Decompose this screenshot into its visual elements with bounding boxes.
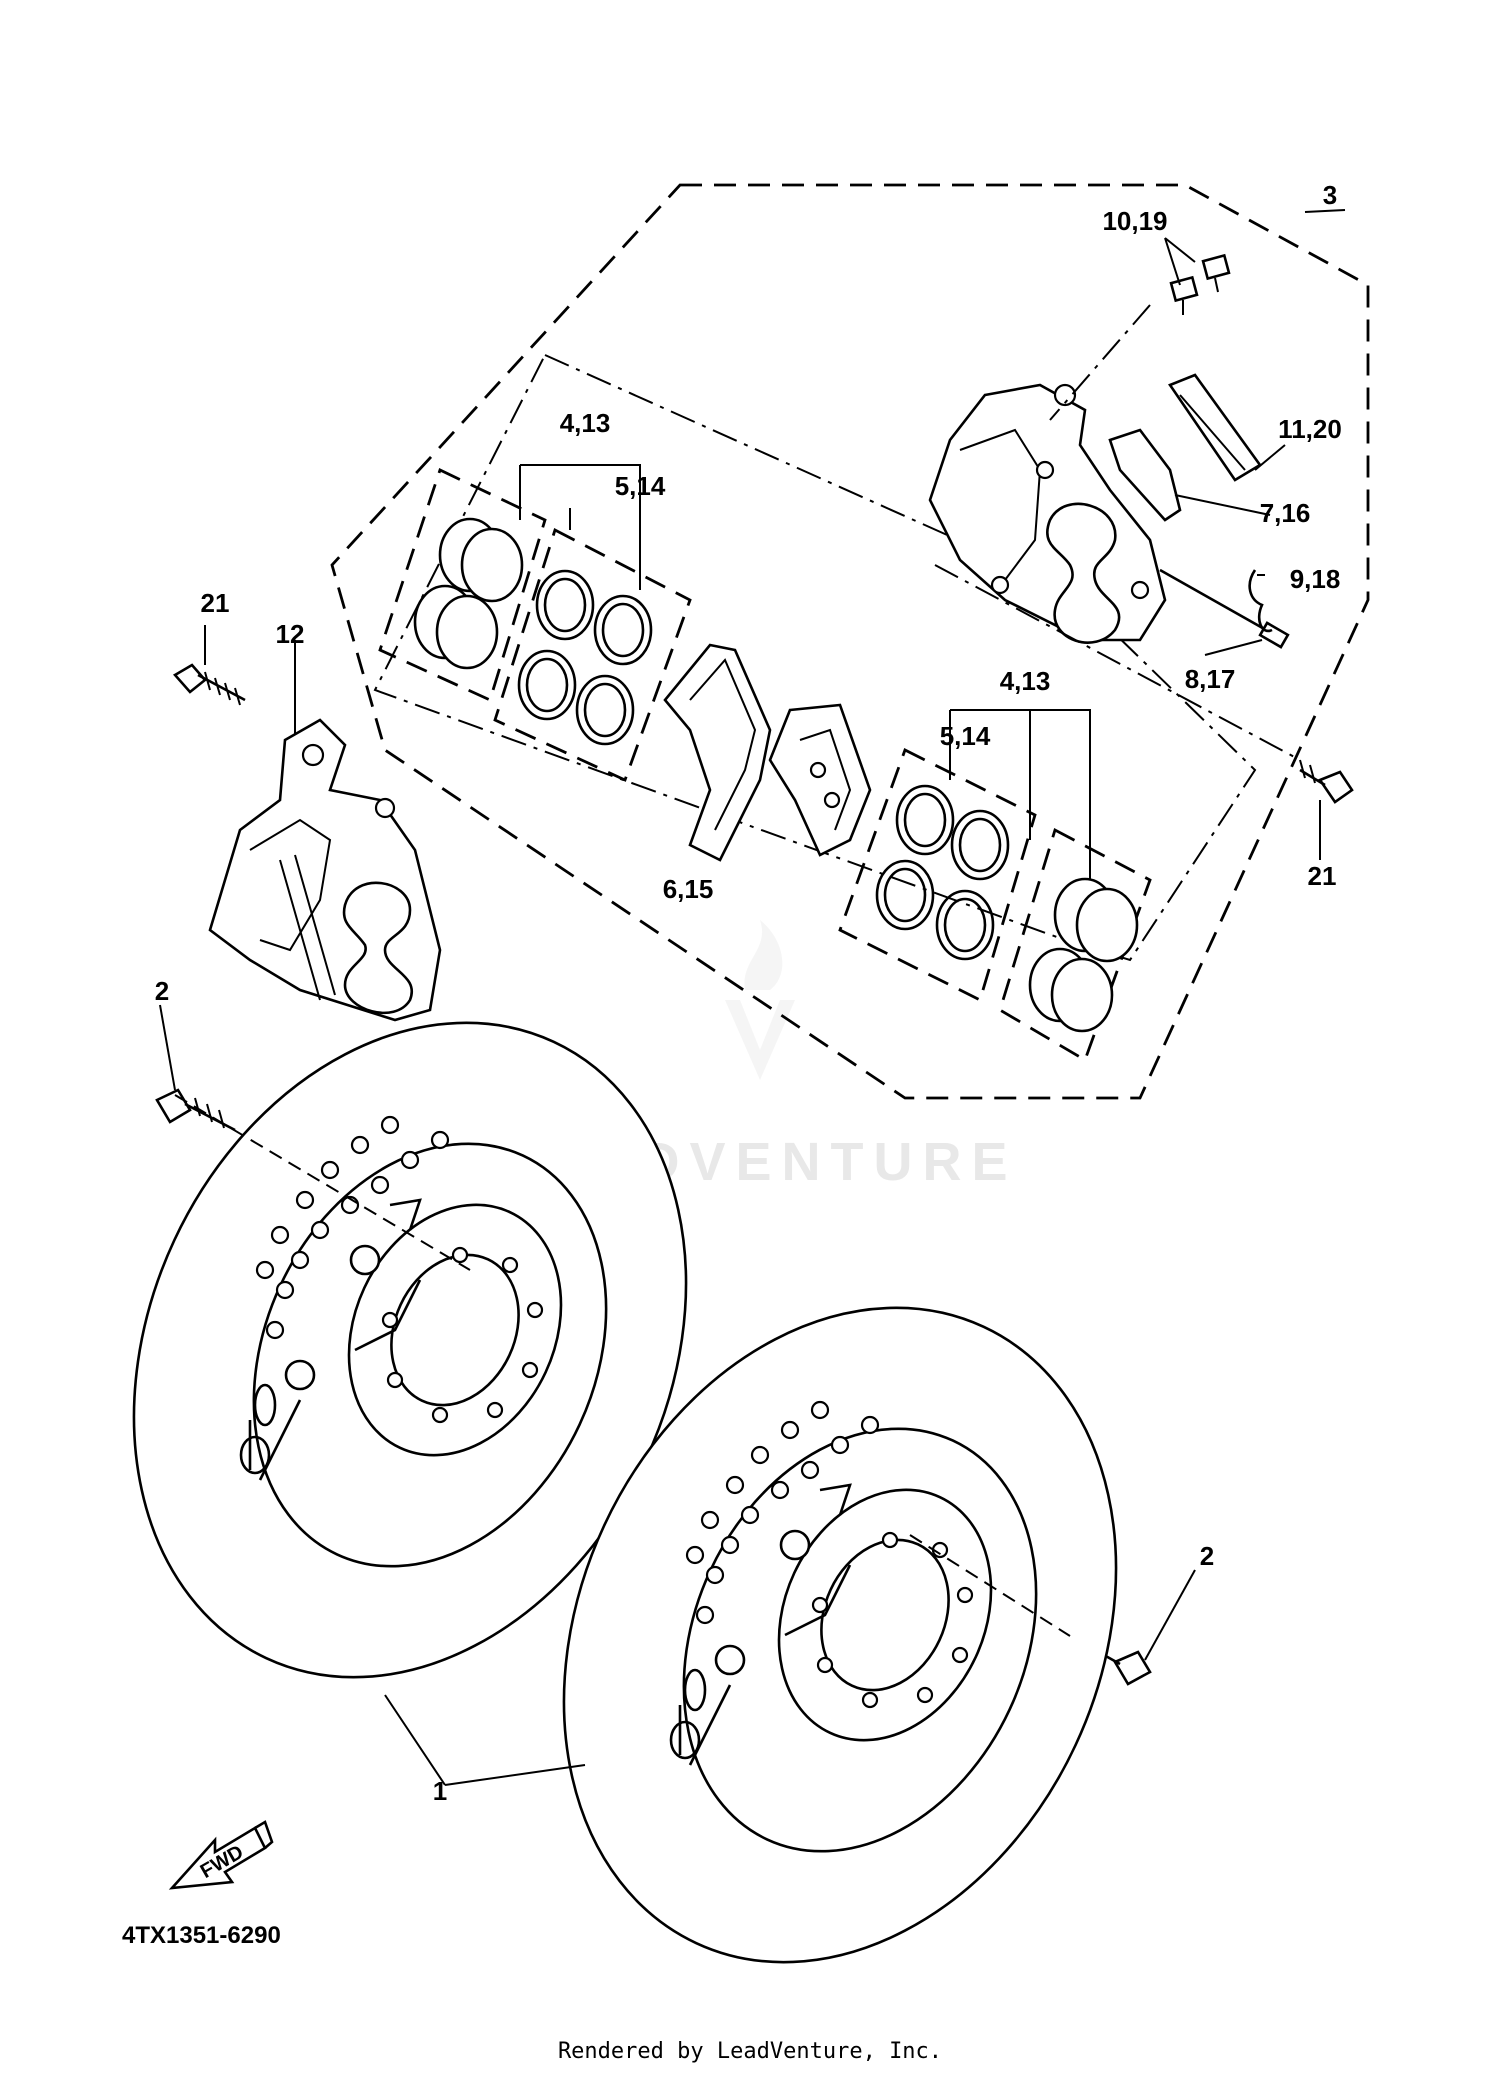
label-1: 1: [433, 1776, 447, 1806]
label-4-13-left: 4,13: [560, 408, 611, 438]
leader-lines: [159, 209, 1346, 1786]
brake-disc-lower: [562, 1306, 1118, 1964]
bolt-guide: [934, 564, 1301, 761]
label-8-17: 8,17: [1185, 664, 1236, 694]
piston-group-right: [838, 748, 1152, 1063]
label-5-14-left: 5,14: [615, 471, 666, 501]
label-5-14-right: 5,14: [940, 721, 991, 751]
small-parts: [1108, 253, 1290, 649]
watermark-logo: [725, 920, 795, 1080]
label-9-18: 9,18: [1290, 564, 1341, 594]
brake-disc-upper: [132, 1021, 688, 1679]
label-10-19: 10,19: [1102, 206, 1167, 236]
label-21-right: 21: [1308, 861, 1337, 891]
label-2-right: 2: [1200, 1541, 1214, 1571]
label-4-13-right: 4,13: [1000, 666, 1051, 696]
rendered-by-footer: Rendered by LeadVenture, Inc.: [558, 2039, 942, 2064]
bolt-21-right: [1299, 759, 1354, 804]
bleeder-guide: [1049, 304, 1151, 421]
brake-caliper-3: [928, 383, 1167, 644]
label-3: 3: [1323, 180, 1337, 210]
bolt-21-left: [172, 663, 246, 706]
label-11-20: 11,20: [1278, 414, 1342, 444]
forward-arrow-icon: FWD: [168, 1820, 274, 1890]
piston-group-left: [378, 468, 692, 782]
diagram-part-code: 4TX1351-6290: [122, 1922, 281, 1949]
assembly-boundary-3: [330, 183, 1370, 1100]
label-21-left: 21: [201, 588, 230, 618]
brake-pads: [663, 643, 872, 862]
label-2-left: 2: [155, 976, 169, 1006]
label-12: 12: [276, 619, 305, 649]
label-7-16: 7,16: [1260, 498, 1311, 528]
label-6-15: 6,15: [663, 874, 714, 904]
brake-caliper-12: [208, 718, 442, 1022]
